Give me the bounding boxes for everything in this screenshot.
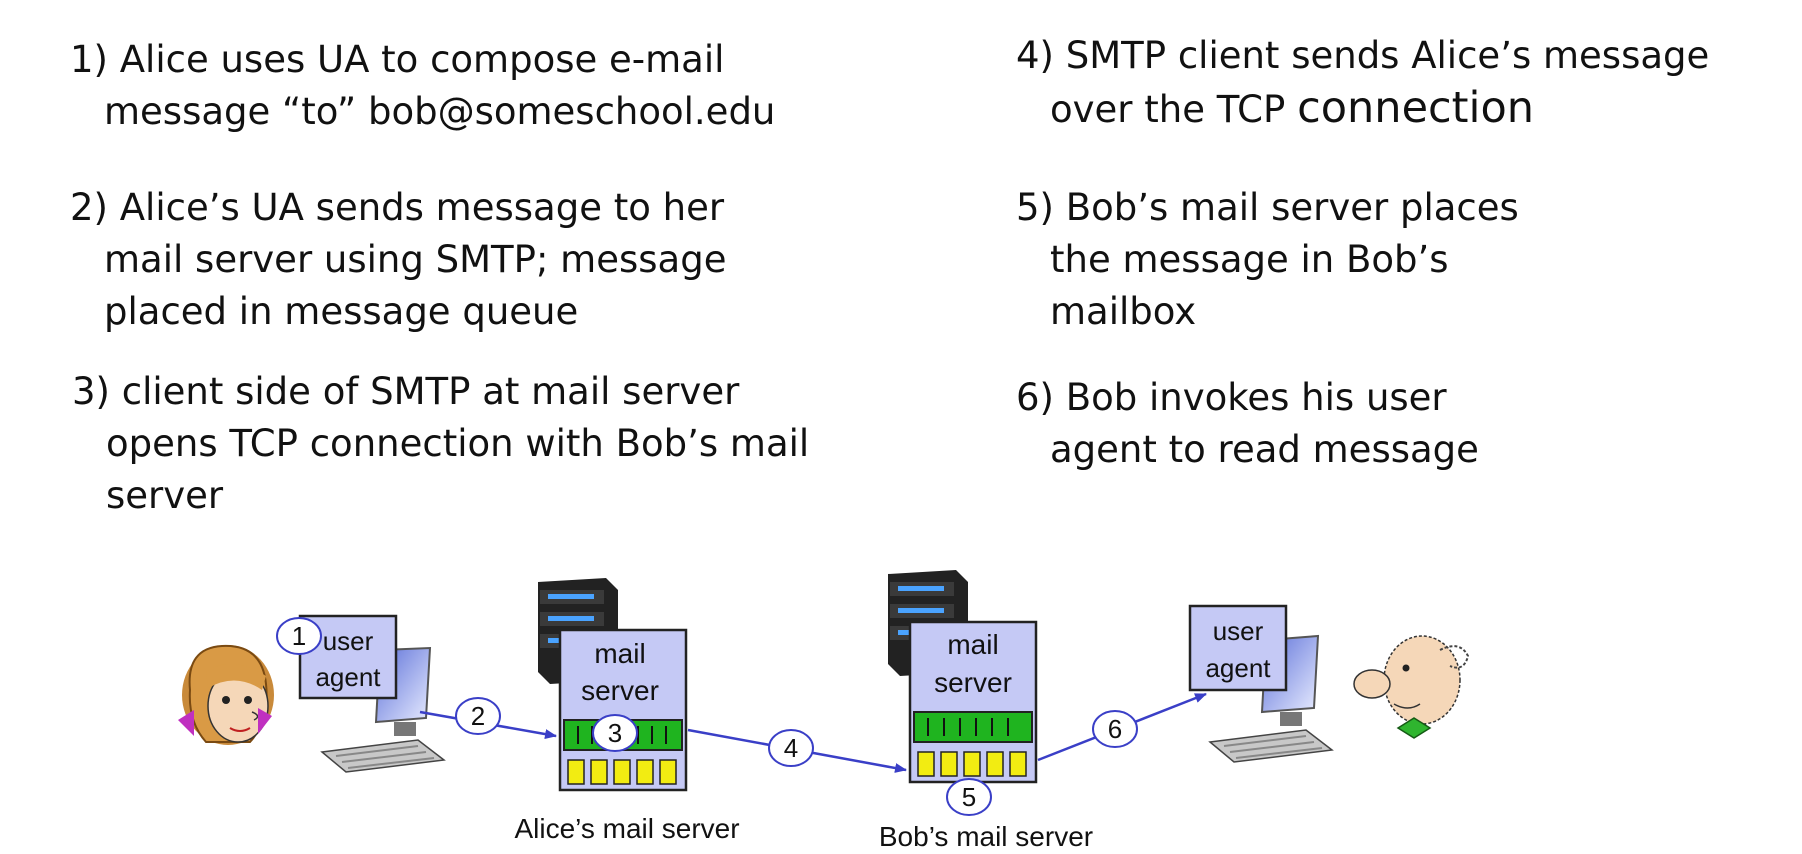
alice-server-line-1: mail bbox=[594, 638, 645, 669]
step-marker-3-label: 3 bbox=[608, 718, 622, 748]
step-5-line-2: the message in Bob’s bbox=[1050, 238, 1449, 281]
step-5-text: 5) Bob’s mail server places the message … bbox=[1016, 182, 1519, 338]
bob-user-agent-box bbox=[1188, 604, 1288, 692]
bob-server-line-2: server bbox=[934, 667, 1012, 698]
bob-agent-line-2: agent bbox=[1205, 653, 1271, 683]
step-marker-6-label: 6 bbox=[1108, 714, 1122, 744]
alice-server-caption: Alice’s mail server bbox=[514, 813, 739, 844]
step-1-text: 1) Alice uses UA to compose e-mail messa… bbox=[70, 34, 775, 138]
step-5-line-3: mailbox bbox=[1050, 290, 1197, 333]
step-1-line-1: 1) Alice uses UA to compose e-mail bbox=[70, 38, 725, 81]
step-3-line-2: opens TCP connection with Bob’s mail bbox=[106, 422, 810, 465]
step-6-line-2: agent to read message bbox=[1050, 428, 1479, 471]
step-6-text: 6) Bob invokes his user agent to read me… bbox=[1016, 372, 1479, 476]
bob-computer-icon: user agent bbox=[1188, 604, 1334, 763]
step-3-text: 3) client side of SMTP at mail server op… bbox=[72, 366, 809, 522]
step-marker-4-label: 4 bbox=[784, 733, 798, 763]
bob-server-caption: Bob’s mail server bbox=[879, 821, 1093, 852]
step-marker-1-label: 1 bbox=[292, 621, 306, 651]
step-2-line-1: 2) Alice’s UA sends message to her bbox=[70, 186, 725, 229]
step-marker-3: 3 bbox=[592, 714, 638, 752]
alice-server-line-2: server bbox=[581, 675, 659, 706]
bob-message-queue bbox=[913, 711, 1033, 743]
step-marker-5-label: 5 bbox=[962, 782, 976, 812]
step-2-line-2: mail server using SMTP; message bbox=[104, 238, 727, 281]
step-marker-5: 5 bbox=[946, 778, 992, 816]
step-3-line-1: 3) client side of SMTP at mail server bbox=[72, 370, 740, 413]
alice-computer-icon: user agent bbox=[298, 614, 446, 773]
step-2-line-3: placed in message queue bbox=[104, 290, 579, 333]
bob-server-line-1: mail bbox=[947, 629, 998, 660]
alice-mail-server: mail server bbox=[558, 628, 688, 792]
step-5-line-1: 5) Bob’s mail server places bbox=[1016, 186, 1519, 229]
bob-icon bbox=[1353, 635, 1470, 739]
step-marker-2: 2 bbox=[455, 697, 501, 735]
alice-icon bbox=[178, 644, 274, 745]
step-marker-1: 1 bbox=[276, 617, 322, 655]
step-4-emphasis: connection bbox=[1297, 83, 1535, 133]
alice-agent-line-1: user bbox=[323, 626, 374, 656]
step-4-line-2: over the TCP connection bbox=[1016, 82, 1709, 136]
alice-agent-line-2: agent bbox=[315, 662, 381, 692]
step-1-line-2: message “to” bob@someschool.edu bbox=[104, 90, 776, 133]
step-marker-2-label: 2 bbox=[471, 701, 485, 731]
step-4-line-2-text: over the TCP bbox=[1050, 88, 1298, 131]
alice-mailbox bbox=[567, 759, 677, 785]
step-marker-4: 4 bbox=[768, 729, 814, 767]
bob-mail-server: mail server bbox=[908, 620, 1038, 784]
step-2-text: 2) Alice’s UA sends message to her mail … bbox=[70, 182, 726, 338]
step-6-line-1: 6) Bob invokes his user bbox=[1016, 376, 1447, 419]
step-3-line-3: server bbox=[106, 474, 224, 517]
bob-mailbox bbox=[917, 751, 1027, 777]
step-marker-6: 6 bbox=[1092, 710, 1138, 748]
step-4-line-1: 4) SMTP client sends Alice’s message bbox=[1016, 34, 1710, 77]
bob-agent-line-1: user bbox=[1213, 616, 1264, 646]
step-4-text: 4) SMTP client sends Alice’s message ove… bbox=[1016, 30, 1709, 136]
flow-arrows bbox=[419, 692, 1207, 773]
